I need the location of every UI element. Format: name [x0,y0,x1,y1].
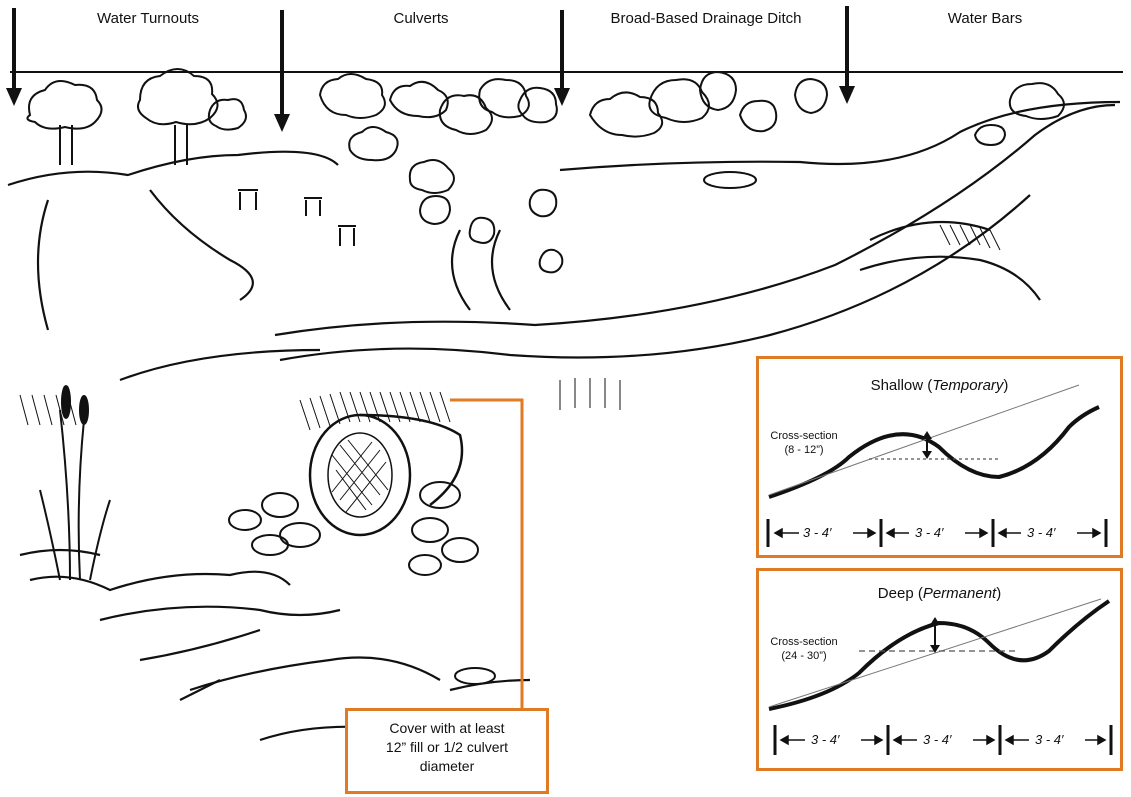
deep-cross-section-panel: Deep (Permanent) Cross-section (24 - 30”… [756,568,1123,771]
section-label-broad-based-drainage-ditch: Broad-Based Drainage Ditch [611,10,802,27]
culvert-cover-note-text: Cover with at least 12” fill or 1/2 culv… [348,719,546,776]
shallow-span-3: 3 - 4′ [1027,525,1055,540]
shallow-cross-section-panel: Shallow (Temporary) Cross-section (8 - 1… [756,356,1123,558]
culvert-pipe [310,415,462,535]
deep-span-3: 3 - 4′ [1035,732,1063,747]
trees [27,69,1064,272]
section-label-water-bars: Water Bars [948,10,1022,27]
shallow-span-1: 3 - 4′ [803,525,831,540]
section-label-culverts: Culverts [393,10,448,27]
deep-span-2: 3 - 4′ [923,732,951,747]
shallow-span-2: 3 - 4′ [915,525,943,540]
stumps [238,190,356,246]
deep-span-1: 3 - 4′ [811,732,839,747]
section-label-water-turnouts: Water Turnouts [97,10,199,27]
culvert-cover-note: Cover with at least 12” fill or 1/2 culv… [345,708,549,794]
